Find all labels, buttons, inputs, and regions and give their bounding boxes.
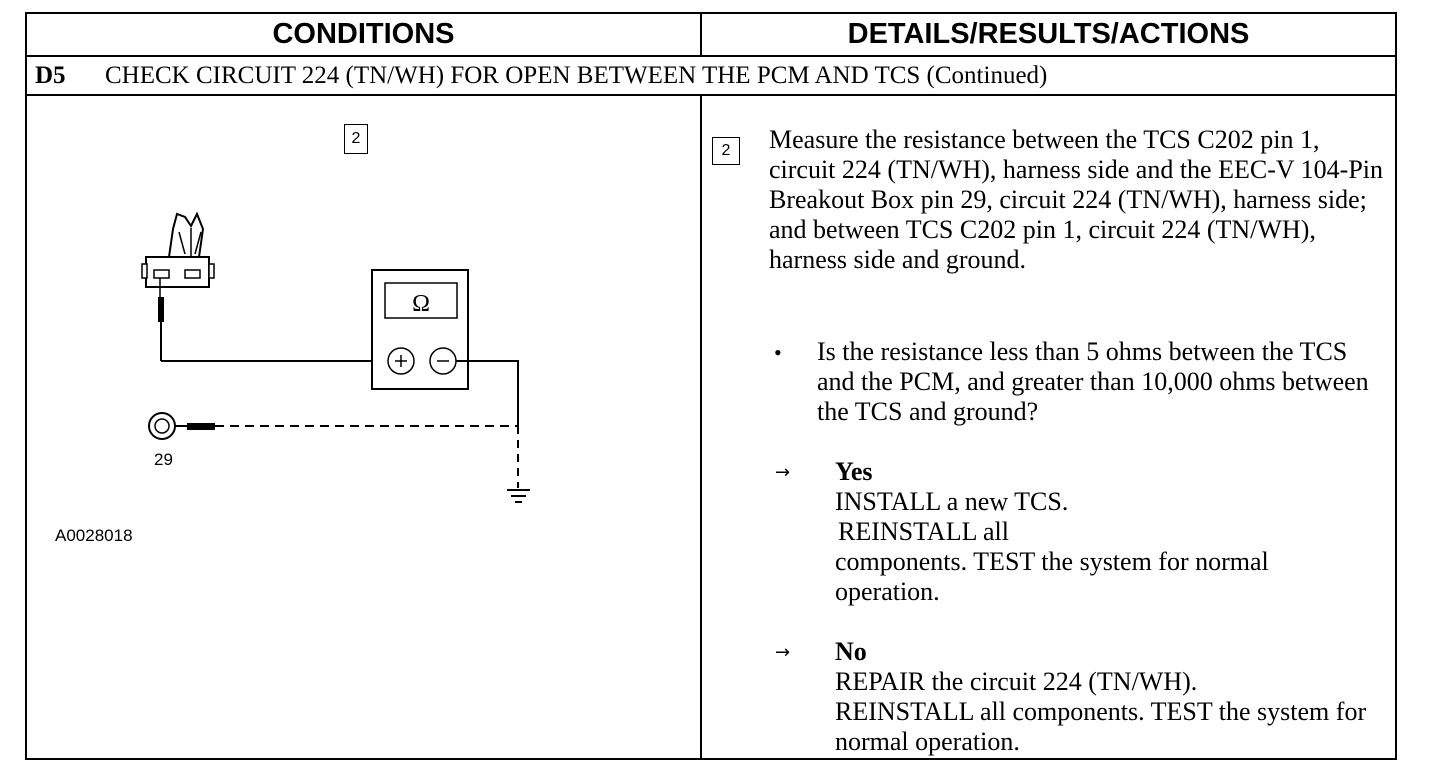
no-line-2: REINSTALL all components. TEST the syste…: [835, 697, 1367, 756]
instruction-text: Measure the resistance between the TCS C…: [769, 125, 1383, 274]
body-column-divider: [700, 96, 702, 760]
step-divider: [27, 94, 1395, 96]
question-text: Is the resistance less than 5 ohms betwe…: [817, 337, 1369, 426]
yes-arrow-icon: →: [775, 462, 791, 483]
diagnostic-table: CONDITIONS DETAILS/RESULTS/ACTIONS D5 CH…: [25, 12, 1397, 760]
details-header: DETAILS/RESULTS/ACTIONS: [847, 18, 1250, 50]
no-label: No: [835, 637, 867, 666]
test-lead-negative: [456, 360, 519, 426]
conditions-header: CONDITIONS: [272, 18, 455, 50]
tcs-connector-icon: [141, 211, 215, 361]
ohmmeter-icon: [371, 269, 469, 390]
no-arrow-icon: →: [775, 642, 791, 663]
breakout-pin-icon: [148, 412, 215, 440]
header-column-divider: [700, 14, 702, 55]
header-divider: [27, 55, 1395, 57]
yes-result: Yes INSTALL a new TCS. REINSTALL all com…: [835, 457, 1375, 607]
step-id: D5: [35, 62, 66, 89]
yes-label: Yes: [835, 457, 873, 486]
step-title-row: D5 CHECK CIRCUIT 224 (TN/WH) FOR OPEN BE…: [27, 57, 1395, 94]
ground-icon: [507, 489, 530, 503]
figure-code: A0028018: [55, 526, 133, 545]
bullet-icon: •: [774, 340, 782, 365]
yes-line-3: components. TEST the system for normal o…: [835, 547, 1269, 606]
pin-29-label: 29: [154, 450, 173, 469]
yes-line-1: INSTALL a new TCS.: [835, 487, 1069, 516]
no-result: No REPAIR the circuit 224 (TN/WH). REINS…: [835, 637, 1375, 757]
details-step-box: 2: [712, 137, 740, 165]
step-title: CHECK CIRCUIT 224 (TN/WH) FOR OPEN BETWE…: [105, 62, 1048, 89]
yes-line-2: REINSTALL all: [838, 517, 1009, 546]
ohm-symbol: Ω: [412, 291, 430, 317]
circuit-diagram: Ω: [141, 211, 530, 503]
diagram-step-box: 2: [344, 124, 368, 154]
no-line-1: REPAIR the circuit 224 (TN/WH).: [835, 667, 1198, 696]
